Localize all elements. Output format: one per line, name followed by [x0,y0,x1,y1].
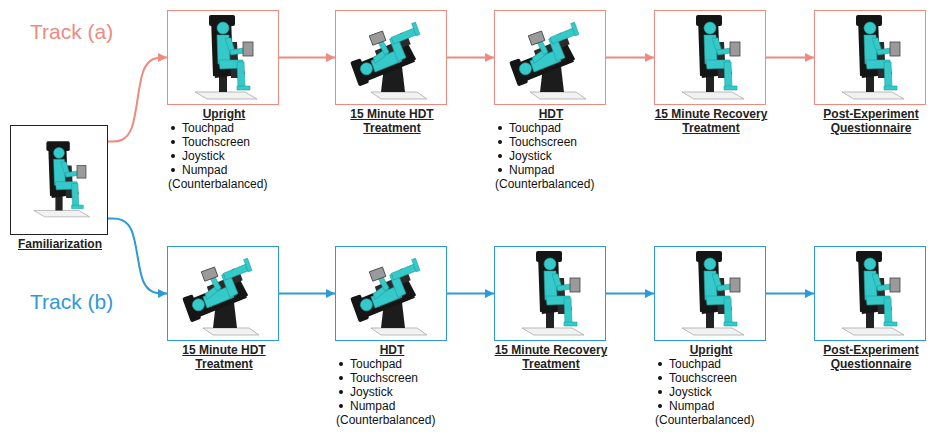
flow-arrow [766,57,814,59]
input-device-item: Touchscreen [495,135,613,149]
input-device-item: Touchpad [495,121,613,135]
stage-box: 15 Minute Recovery Treatment [654,10,766,105]
tilted-chair [176,255,262,335]
upright-chair [682,15,744,99]
input-device-item: Touchscreen [168,135,286,149]
upright-chair [842,251,904,335]
stage-caption: Post-Experiment Questionnaire [809,343,933,371]
stage-caption: Post-Experiment Questionnaire [809,107,933,135]
stage-caption: 15 Minute Recovery Treatment [489,343,613,371]
stage-title: Upright [649,343,773,357]
bullet-dot [658,376,662,380]
input-device-item: Touchscreen [655,371,773,385]
flow-arrow [108,219,167,294]
stage-box: Post-Experiment Questionnaire [814,10,926,105]
input-device-item: Joystick [336,385,454,399]
track-label: Track (b) [30,290,113,314]
flow-arrow [447,57,494,59]
stage-title: HDT [330,343,454,357]
bullet-dot [658,404,662,408]
input-device-item: Joystick [495,149,613,163]
stage-caption: UprightTouchpadTouchscreenJoystickNumpad… [162,107,286,191]
stage-caption: 15 Minute HDT Treatment [330,107,454,135]
stage-title: Familiarization [1,237,119,251]
bullet-dot [339,376,343,380]
bullet-dot [498,140,502,144]
tilted-chair [503,19,589,99]
upright-chair [195,15,257,99]
stage-box: Post-Experiment Questionnaire [814,246,926,341]
tilted-chair [344,19,430,99]
input-device-item: Touchscreen [336,371,454,385]
input-device-item: Touchpad [336,357,454,371]
bullet-dot [498,168,502,172]
bullet-dot [171,168,175,172]
bullet-dot [339,404,343,408]
input-device-item: Numpad (Counterbalanced) [168,163,286,191]
flow-arrow [766,293,814,295]
start-box: Familiarization [10,125,108,235]
stage-caption: Familiarization [1,237,119,251]
flow-arrow [108,58,167,142]
flow-arrow [447,293,494,295]
input-device-item: Numpad (Counterbalanced) [336,399,454,427]
input-device-item: Joystick [168,149,286,163]
input-device-item: Touchpad [168,121,286,135]
bullet-dot [339,390,343,394]
stage-box: UprightTouchpadTouchscreenJoystickNumpad… [167,10,279,105]
tilted-chair [344,255,430,335]
upright-chair [34,141,90,217]
upright-chair [522,251,584,335]
stage-title: Post-Experiment Questionnaire [809,343,933,371]
stage-title: Upright [162,107,286,121]
upright-chair [842,15,904,99]
stage-title: 15 Minute HDT Treatment [162,343,286,371]
stage-title: 15 Minute Recovery Treatment [649,107,773,135]
stage-title: HDT [489,107,613,121]
upright-chair [682,251,744,335]
stage-caption: HDTTouchpadTouchscreenJoystickNumpad (Co… [489,107,613,191]
flow-arrow [606,293,654,295]
flow-arrow [279,293,335,295]
stage-caption: 15 Minute Recovery Treatment [649,107,773,135]
bullet-dot [171,140,175,144]
input-device-item: Numpad (Counterbalanced) [495,163,613,191]
input-device-item: Joystick [655,385,773,399]
bullet-dot [498,154,502,158]
stage-caption: 15 Minute HDT Treatment [162,343,286,371]
stage-box: 15 Minute HDT Treatment [167,246,279,341]
bullet-dot [171,154,175,158]
stage-title: 15 Minute HDT Treatment [330,107,454,135]
bullet-dot [339,362,343,366]
flow-arrow [606,57,654,59]
flow-arrow [279,57,335,59]
bullet-dot [171,126,175,130]
bullet-dot [658,390,662,394]
input-device-item: Touchpad [655,357,773,371]
stage-box: HDTTouchpadTouchscreenJoystickNumpad (Co… [494,10,606,105]
stage-box: UprightTouchpadTouchscreenJoystickNumpad… [654,246,766,341]
stage-caption: UprightTouchpadTouchscreenJoystickNumpad… [649,343,773,427]
stage-caption: HDTTouchpadTouchscreenJoystickNumpad (Co… [330,343,454,427]
bullet-dot [498,126,502,130]
input-device-item: Numpad (Counterbalanced) [655,399,773,427]
stage-title: 15 Minute Recovery Treatment [489,343,613,371]
track-label: Track (a) [30,20,113,44]
stage-title: Post-Experiment Questionnaire [809,107,933,135]
stage-box: 15 Minute HDT Treatment [335,10,447,105]
stage-box: HDTTouchpadTouchscreenJoystickNumpad (Co… [335,246,447,341]
stage-box: 15 Minute Recovery Treatment [494,246,606,341]
bullet-dot [658,362,662,366]
